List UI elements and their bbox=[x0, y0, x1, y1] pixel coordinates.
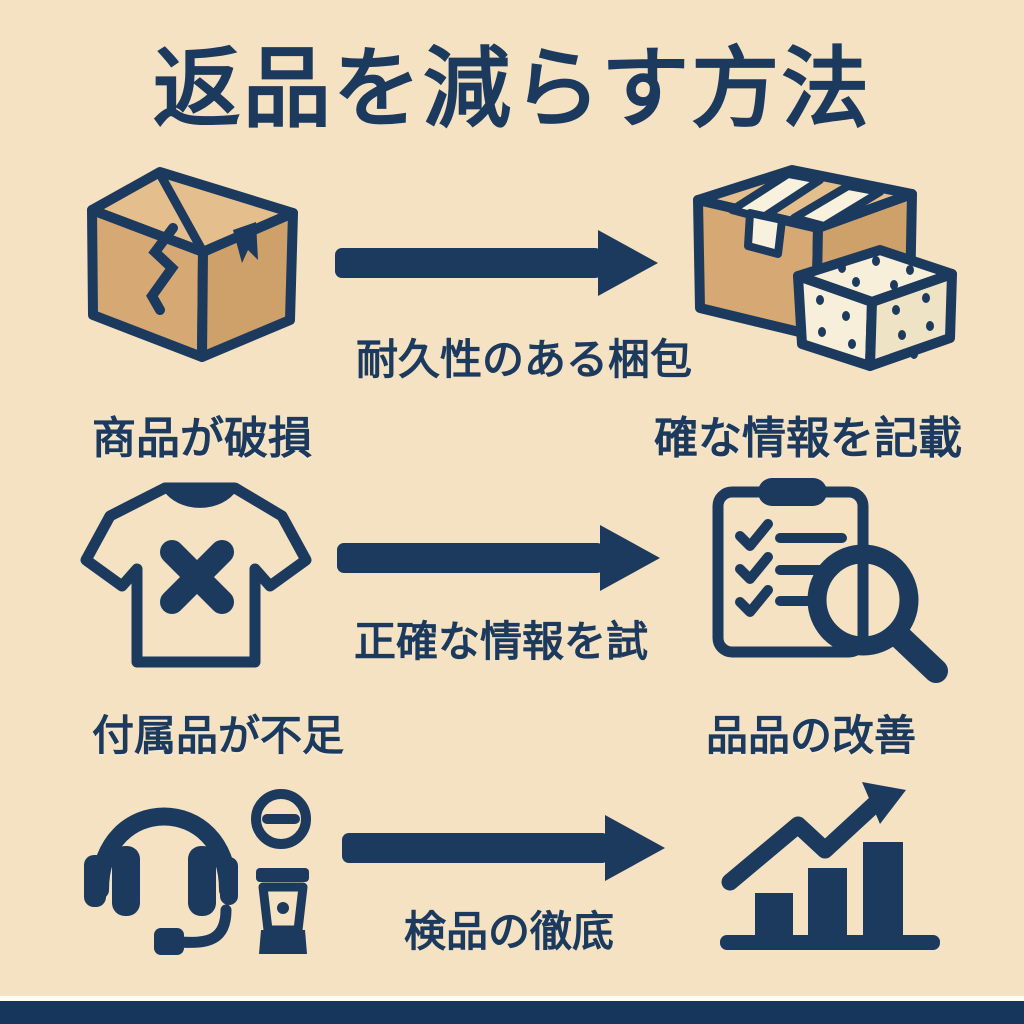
row2-left-label: 付属品が不足 bbox=[92, 712, 345, 759]
packed-box-cushion-icon bbox=[693, 165, 957, 371]
tshirt-x-icon bbox=[80, 482, 312, 668]
row1-left-label: 商品が破損 bbox=[92, 414, 312, 463]
arrow-label-row3: 検品の徹底 bbox=[404, 908, 615, 955]
row2-right-label: 品品の改善 bbox=[706, 712, 917, 759]
footer-divider bbox=[0, 996, 1024, 1001]
arrow-right-icon bbox=[342, 815, 665, 881]
row1-right-label: 確な情報を記載 bbox=[654, 414, 962, 463]
arrow-right-icon bbox=[337, 525, 660, 591]
arrow-right-icon bbox=[335, 230, 658, 296]
arrow-label-row1: 耐久性のある梱包 bbox=[356, 336, 693, 383]
arrow-label-row2: 正確な情報を試 bbox=[354, 618, 649, 665]
page-title: 返品を減らす方法 bbox=[152, 39, 872, 138]
growth-chart-icon bbox=[720, 782, 940, 950]
footer-bar bbox=[0, 1001, 1024, 1024]
broken-box-icon bbox=[87, 167, 298, 362]
checklist-magnifier-icon bbox=[712, 478, 948, 683]
headset-minus-cup-icon bbox=[84, 789, 311, 955]
